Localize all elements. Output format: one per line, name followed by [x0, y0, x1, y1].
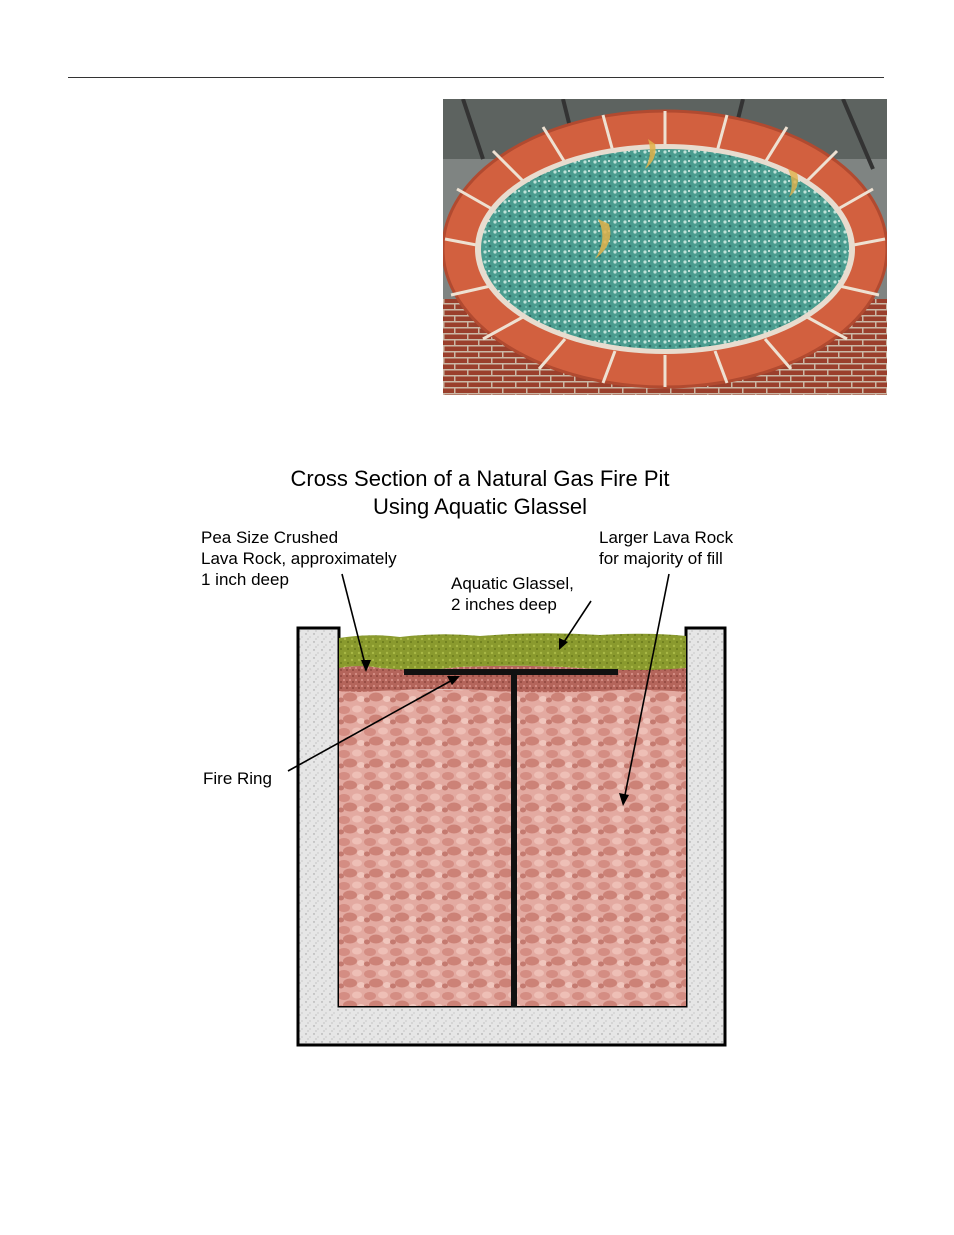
gas-pipe	[511, 673, 517, 1007]
glassel-layer	[339, 633, 686, 670]
